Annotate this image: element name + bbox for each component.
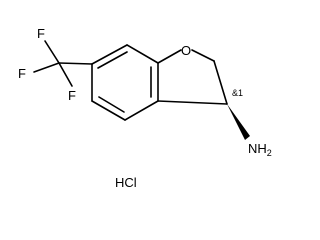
bond-cf3-to-ring [58, 62, 93, 65]
hydrochloride-salt-label: HCl [115, 175, 137, 190]
amine-label: NH [248, 141, 267, 156]
stereo-descriptor: &1 [232, 88, 243, 98]
chemical-structure-diagram: F F F O &1 NH2 HCl [18, 26, 272, 190]
atom-amine: NH2 [248, 141, 272, 158]
bond-ring-5-inner [98, 96, 125, 113]
dihydrofuran-ring [157, 49, 228, 105]
bond-ring-1-inner [97, 51, 128, 69]
bond-ch2-chn [213, 60, 228, 105]
bond-ring-2 [126, 44, 159, 64]
atom-f-bottom: F [68, 88, 76, 103]
bond-cf3-bottom [58, 62, 73, 87]
bond-aryl-oxygen [157, 49, 182, 64]
atom-f-left: F [18, 66, 26, 81]
atom-f-top: F [37, 26, 45, 41]
wedge-bond-to-amine [227, 104, 250, 140]
atom-oxygen: O [181, 43, 191, 58]
bond-oxygen-ch2 [191, 49, 215, 62]
bond-ring-5 [91, 100, 126, 121]
bond-ring-4 [124, 100, 159, 121]
benzene-ring [91, 44, 159, 121]
amine-subscript: 2 [267, 148, 272, 158]
bond-cf3-left [33, 62, 60, 73]
bond-ring-1 [91, 44, 128, 65]
bond-cf3-top [44, 40, 60, 64]
bond-chn-aryl [157, 100, 228, 105]
trifluoromethyl-group [33, 40, 93, 87]
